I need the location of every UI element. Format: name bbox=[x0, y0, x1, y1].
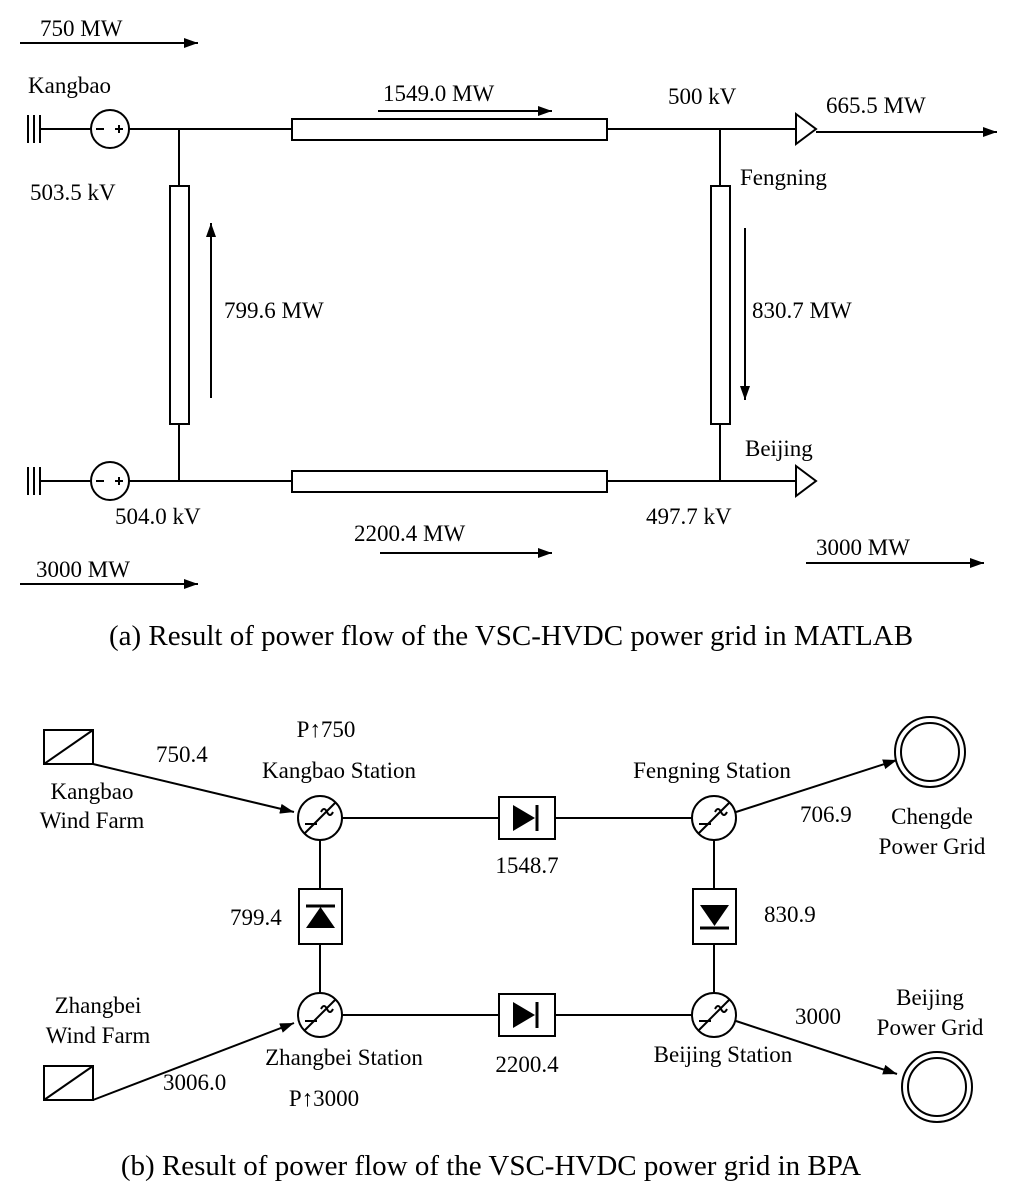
fengning-station-label: Fengning Station bbox=[633, 758, 791, 783]
beijing-grid-flow-arrow bbox=[735, 1020, 898, 1075]
beijing-station-icon bbox=[691, 992, 737, 1038]
fengning-station-icon bbox=[691, 795, 737, 841]
chengde-grid-icon bbox=[894, 716, 966, 788]
zhangbei-station-label: Zhangbei Station bbox=[265, 1045, 423, 1070]
chengde-grid-label-1: Chengde bbox=[891, 804, 973, 829]
fengning-voltage-label: 500 kV bbox=[668, 84, 737, 109]
line-kangbao-fengning bbox=[291, 118, 608, 141]
zhangbei-injection-label: 3000 MW bbox=[36, 557, 130, 582]
panel-b: Kangbao Wind Farm 750.4 P↑750 Kangbao St… bbox=[40, 716, 986, 1182]
zhangbei-setpoint-label: P↑3000 bbox=[289, 1086, 359, 1111]
panel-b-caption: (b) Result of power flow of the VSC-HVDC… bbox=[121, 1150, 861, 1182]
zhangbei-farm-label-2: Wind Farm bbox=[46, 1023, 151, 1048]
beijing-grid-icon bbox=[901, 1051, 973, 1123]
zhangbei-ground-icon bbox=[27, 467, 90, 495]
zhangbei-farm-flow-arrow bbox=[92, 1022, 295, 1101]
line-zhangbei-beijing bbox=[291, 470, 608, 493]
beijing-node-label: Beijing bbox=[745, 436, 813, 461]
flow-label-kangbao-fengning-b: 1548.7 bbox=[495, 853, 558, 878]
kangbao-farm-label-1: Kangbao bbox=[50, 779, 133, 804]
kangbao-farm-flow-arrow bbox=[92, 763, 295, 814]
flow-label-fengning-beijing: 830.7 MW bbox=[752, 298, 852, 323]
zhangbei-station-icon bbox=[297, 992, 343, 1038]
flow-label-kangbao-zhangbei-b: 799.4 bbox=[230, 905, 282, 930]
panel-a: 750 MW Kangbao 503.5 kV 1549.0 MW 500 kV… bbox=[20, 16, 997, 652]
diode-kangbao-zhangbei-icon bbox=[298, 888, 343, 945]
zhangbei-voltage-label: 504.0 kV bbox=[115, 504, 201, 529]
zhangbei-farm-label-1: Zhangbei bbox=[55, 993, 142, 1018]
kangbao-station-icon bbox=[297, 795, 343, 841]
flow-label-zhangbei-beijing-b: 2200.4 bbox=[495, 1052, 559, 1077]
beijing-grid-label-2: Power Grid bbox=[877, 1015, 984, 1040]
line-kangbao-zhangbei bbox=[169, 185, 190, 425]
diode-fengning-beijing-icon bbox=[692, 888, 737, 945]
beijing-grid-label-1: Beijing bbox=[896, 985, 964, 1010]
kangbao-farm-label-2: Wind Farm bbox=[40, 808, 145, 833]
chengde-flow-label: 706.9 bbox=[800, 802, 852, 827]
zhangbei-wind-farm-icon bbox=[43, 1065, 94, 1101]
line-fengning-beijing bbox=[710, 185, 731, 425]
diode-kangbao-fengning-icon bbox=[498, 796, 556, 840]
kangbao-converter-icon bbox=[90, 109, 130, 149]
kangbao-station-label: Kangbao Station bbox=[262, 758, 416, 783]
chengde-flow-arrow bbox=[735, 759, 898, 813]
flow-label-kangbao-fengning: 1549.0 MW bbox=[383, 81, 494, 106]
kangbao-wind-farm-icon bbox=[43, 729, 94, 765]
kangbao-setpoint-label: P↑750 bbox=[297, 717, 356, 742]
flow-label-fengning-beijing-b: 830.9 bbox=[764, 902, 816, 927]
beijing-grid-flow-label: 3000 bbox=[795, 1004, 841, 1029]
kangbao-farm-flow-label: 750.4 bbox=[156, 742, 208, 767]
kangbao-voltage-label: 503.5 kV bbox=[30, 180, 116, 205]
flow-label-zhangbei-beijing: 2200.4 MW bbox=[354, 521, 465, 546]
kangbao-node-label: Kangbao bbox=[28, 73, 111, 98]
beijing-load-icon bbox=[795, 464, 818, 498]
diode-zhangbei-beijing-icon bbox=[498, 993, 556, 1037]
zhangbei-converter-icon bbox=[90, 461, 130, 501]
zhangbei-farm-flow-label: 3006.0 bbox=[163, 1070, 226, 1095]
fengning-node-label: Fengning bbox=[740, 165, 827, 190]
fengning-load-icon bbox=[795, 112, 818, 146]
flow-label-kangbao-zhangbei: 799.6 MW bbox=[224, 298, 324, 323]
kangbao-ground-icon bbox=[27, 115, 90, 143]
beijing-voltage-label: 497.7 kV bbox=[646, 504, 732, 529]
panel-a-caption: (a) Result of power flow of the VSC-HVDC… bbox=[109, 620, 913, 652]
beijing-station-label: Beijing Station bbox=[654, 1042, 793, 1067]
chengde-grid-label-2: Power Grid bbox=[879, 834, 986, 859]
kangbao-injection-label: 750 MW bbox=[40, 16, 123, 41]
fengning-output-label: 665.5 MW bbox=[826, 93, 926, 118]
beijing-output-label: 3000 MW bbox=[816, 535, 910, 560]
